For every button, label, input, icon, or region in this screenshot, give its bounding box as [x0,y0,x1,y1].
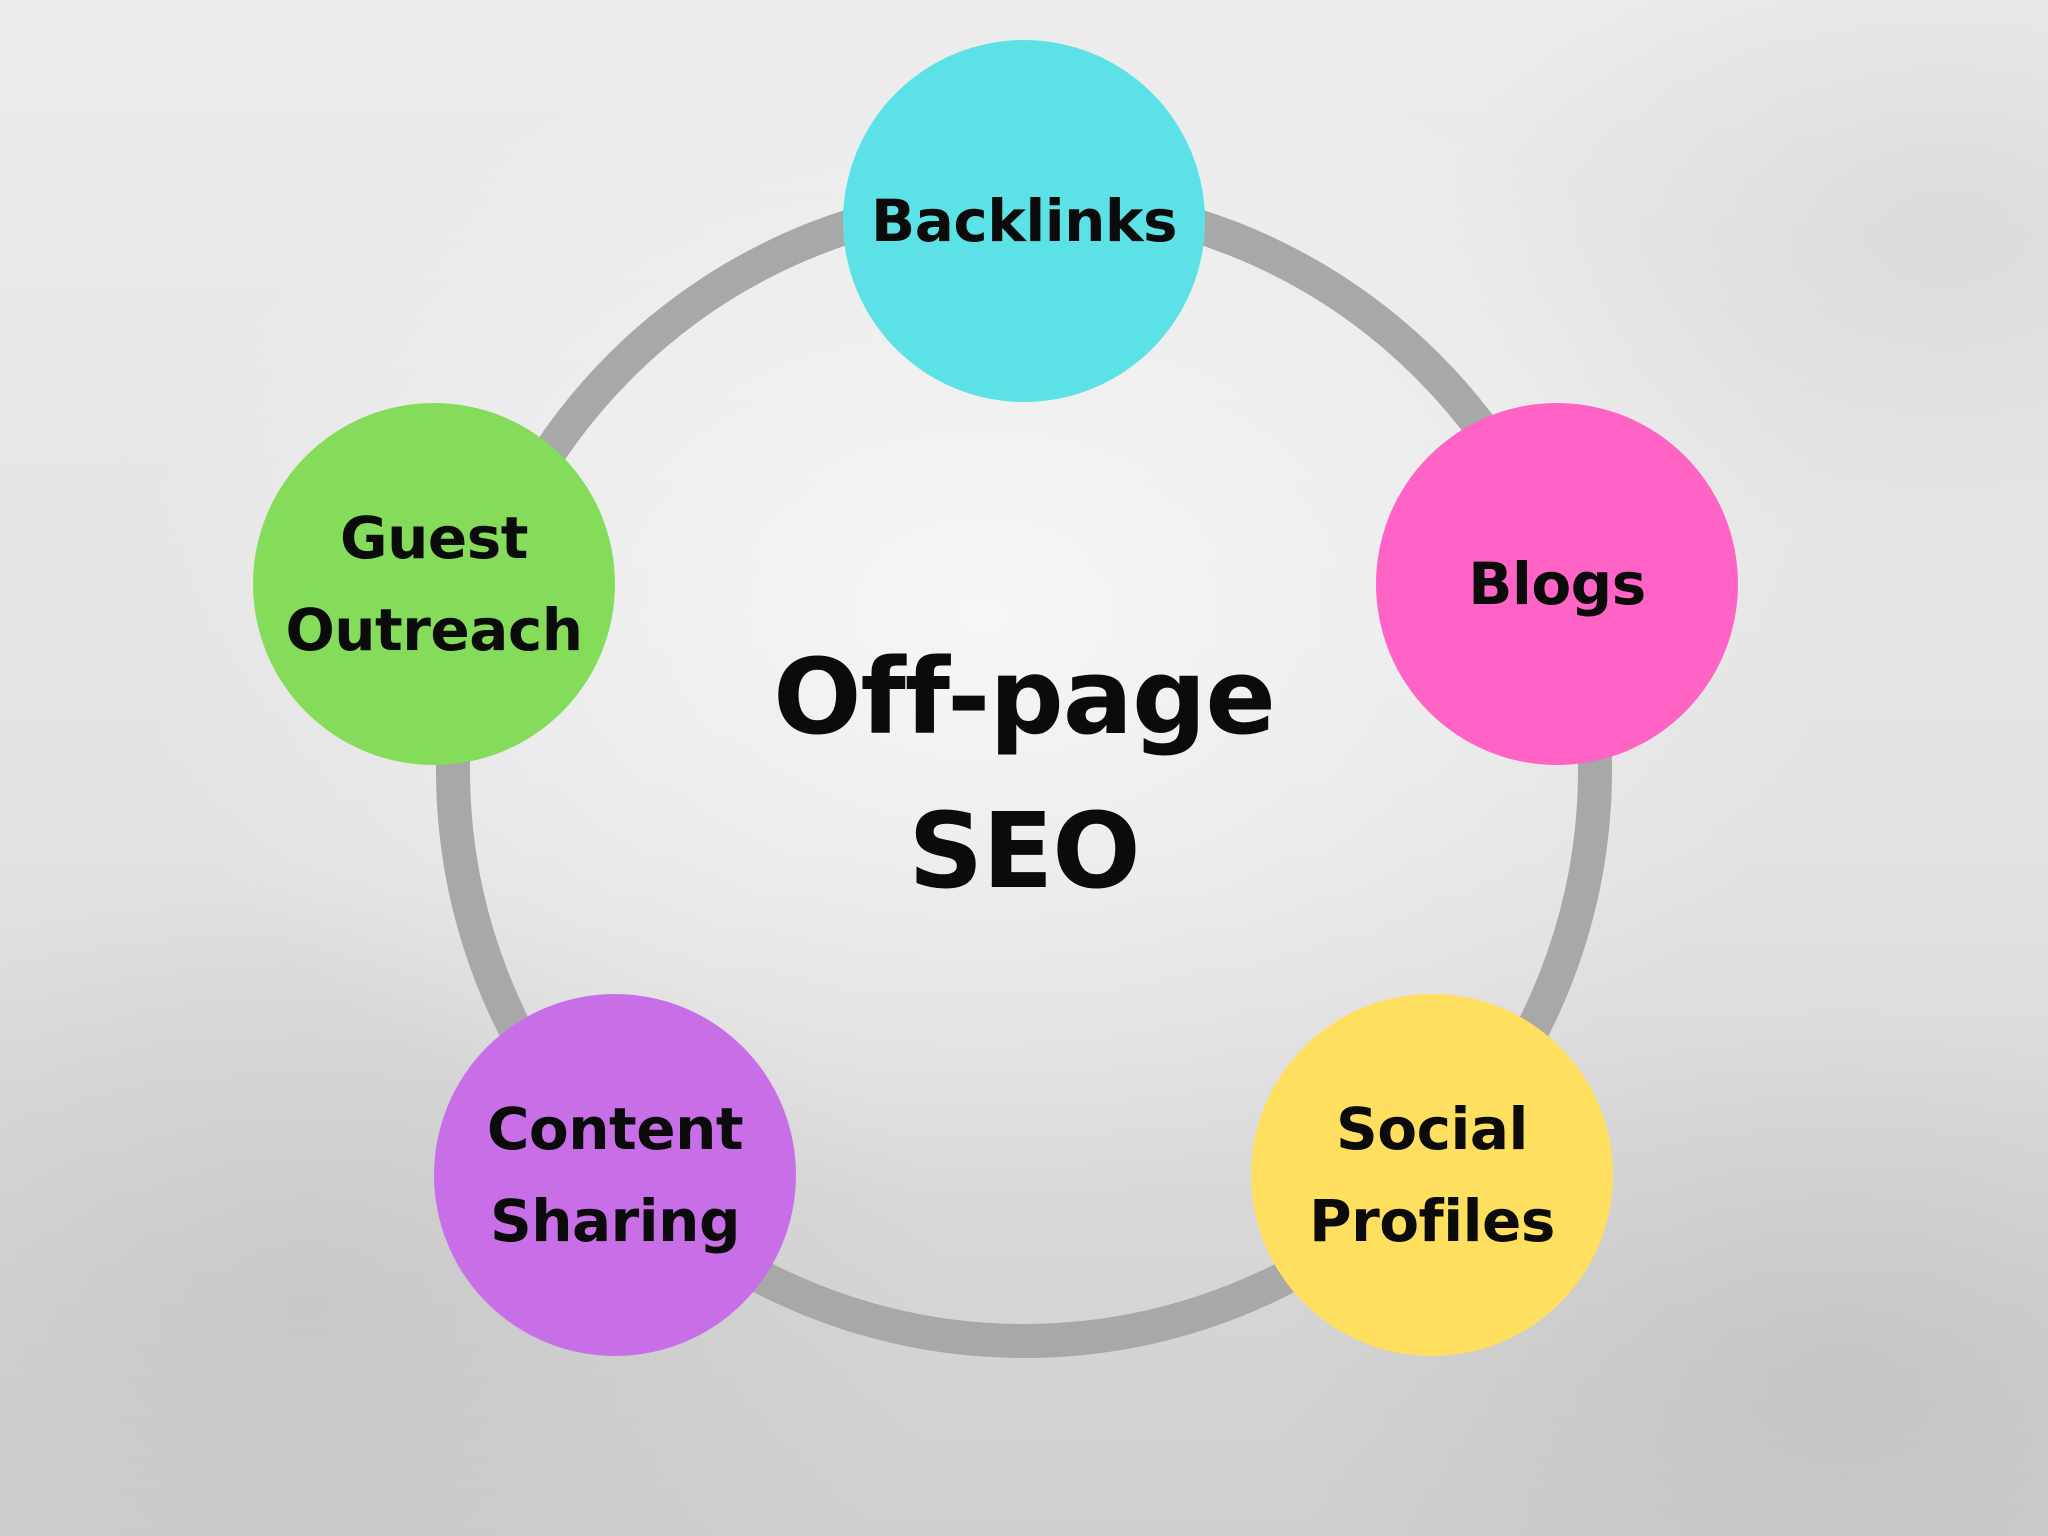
blogs-label: Blogs [1468,550,1646,618]
content-sharing-node: Content Sharing [434,994,796,1356]
backlinks-node: Backlinks [843,40,1205,402]
blogs-node: Blogs [1376,403,1738,765]
social-profiles-node: Social Profiles [1251,994,1613,1356]
guest-outreach-label: Guest Outreach [285,504,583,664]
center-title: Off-page SEO [773,636,1276,912]
content-sharing-label: Content Sharing [486,1095,744,1255]
guest-outreach-node: Guest Outreach [253,403,615,765]
social-profiles-label: Social Profiles [1309,1095,1555,1255]
backlinks-label: Backlinks [871,187,1177,255]
